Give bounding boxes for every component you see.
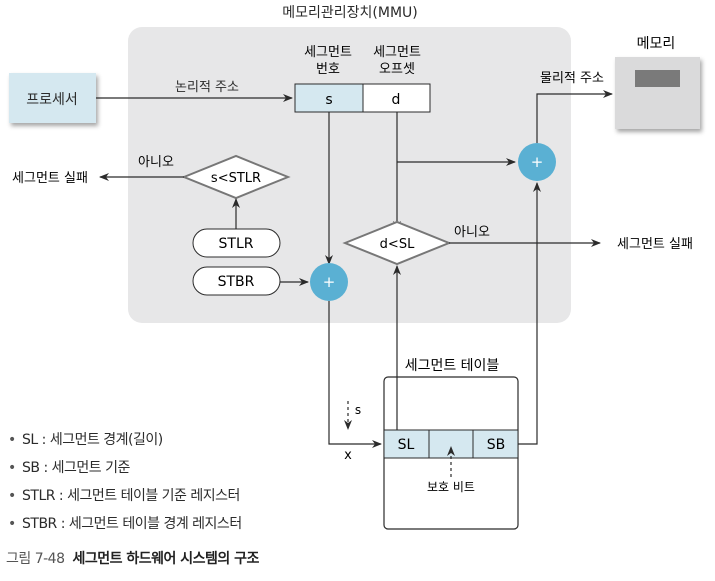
bullet-icon: • — [8, 460, 16, 476]
physical-adder-symbol: + — [531, 153, 544, 171]
processor-box — [9, 73, 96, 123]
mmu-title: 메모리관리장치(MMU) — [282, 5, 418, 21]
segment-offset-label-1: 세그먼트 — [373, 45, 421, 60]
figure-number: 그림 7-48 — [6, 551, 65, 567]
left-failure-label: 세그먼트 실패 — [12, 171, 88, 186]
segment-number-value: s — [325, 92, 332, 108]
stlr-check-label: s<STLR — [211, 171, 261, 186]
segment-offset-label-2: 오프셋 — [379, 62, 415, 77]
legend-term: STBR — [22, 516, 57, 532]
stbr-register — [192, 266, 281, 296]
legend-desc: 세그먼트 경계(길이) — [49, 432, 163, 448]
legend-item-sb: •SB : 세그먼트 기준 — [8, 454, 242, 482]
physical-adder-circle — [518, 143, 556, 181]
s-index-label: s — [355, 403, 361, 417]
stlr-no-label: 아니오 — [138, 155, 174, 170]
x-label: x — [344, 448, 352, 463]
legend-desc: 세그먼트 테이블 기준 레지스터 — [67, 488, 240, 504]
bullet-icon: • — [8, 516, 16, 532]
stbr-register-label: STBR — [218, 274, 255, 290]
segment-number-label-2: 번호 — [316, 62, 340, 77]
legend-term: SL — [22, 432, 38, 448]
sb-cell: SB — [487, 437, 506, 453]
segment-table-title: 세그먼트 테이블 — [405, 358, 500, 374]
segment-number-label-1: 세그먼트 — [304, 45, 352, 60]
stlr-check-diamond — [181, 154, 291, 200]
logical-address-label: 논리적 주소 — [175, 80, 239, 95]
adder-to-table-arrow — [328, 301, 382, 448]
segment-offset-value: d — [392, 92, 401, 108]
sb-to-adder-arrow — [518, 182, 541, 445]
memory-label: 메모리 — [637, 36, 676, 52]
figure-caption: 그림 7-48 세그먼트 하드웨어 시스템의 구조 — [6, 548, 259, 568]
memory-slot — [635, 70, 680, 87]
legend-term: SB — [22, 460, 40, 476]
legend-desc: 세그먼트 테이블 경계 레지스터 — [68, 516, 242, 532]
table-adder-circle — [310, 263, 348, 301]
stlr-register-label: STLR — [219, 236, 254, 252]
protection-bit-label: 보호 비트 — [427, 480, 475, 494]
bullet-icon: • — [8, 432, 16, 448]
physical-address-label: 물리적 주소 — [540, 71, 604, 86]
memory-box — [615, 57, 700, 129]
bullet-icon: • — [8, 488, 16, 504]
sl-cell: SL — [398, 437, 415, 453]
table-adder-symbol: + — [323, 273, 336, 291]
legend-desc: 세그먼트 기준 — [51, 460, 131, 476]
legend-term: STLR — [22, 488, 55, 504]
processor-label: 프로세서 — [26, 92, 78, 108]
legend: •SL : 세그먼트 경계(길이) •SB : 세그먼트 기준 •STLR : … — [8, 426, 242, 538]
sl-no-label: 아니오 — [454, 225, 490, 240]
legend-item-sl: •SL : 세그먼트 경계(길이) — [8, 426, 242, 454]
physical-address-arrow — [536, 90, 613, 143]
legend-item-stlr: •STLR : 세그먼트 테이블 기준 레지스터 — [8, 482, 242, 510]
right-failure-label: 세그먼트 실패 — [617, 237, 693, 252]
sl-check-label: d<SL — [380, 237, 415, 252]
figure-title: 세그먼트 하드웨어 시스템의 구조 — [72, 551, 259, 567]
legend-item-stbr: •STBR : 세그먼트 테이블 경계 레지스터 — [8, 510, 242, 538]
